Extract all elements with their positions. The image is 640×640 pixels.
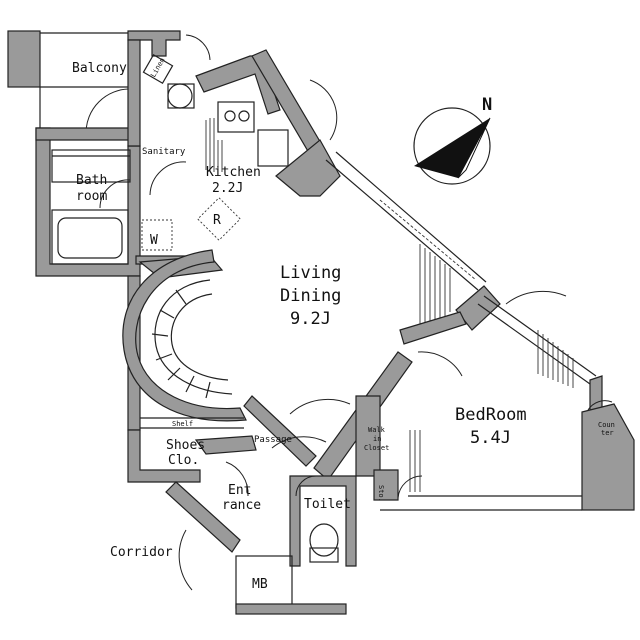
mb-label: MB [252,577,268,592]
kitchen-area [195,49,341,241]
toilet-label: Toilet [304,497,351,512]
refrigerator-label: R [213,213,221,228]
north-arrow: N [413,95,492,185]
bedroom-closet-hatching [537,330,574,388]
stair-treads [151,289,211,399]
corridor-label: Corridor [110,545,173,560]
north-label: N [482,95,492,115]
entrance-label-line1: Ent [228,483,251,498]
window-blind-hatching [419,244,451,336]
entrance-walls [127,417,357,615]
bathroom-label-line1: Bath [76,173,107,188]
living-label-line3: 9.2J [290,309,331,329]
storage-label: Sto. [377,485,385,502]
counter-label-line1: Coun [598,421,615,429]
living-label-line2: Dining [280,286,341,306]
living-window-wall [325,151,487,336]
kitchen-label-line2: 2.2J [212,181,243,196]
living-label-line1: Living [280,263,341,283]
kitchen-label-line1: Kitchen [206,165,261,180]
washer-label: W [150,233,158,248]
kitchen-counter-hatching [205,118,223,172]
walkin-label-line2: in [373,435,381,443]
shelf-label: Shelf [172,420,193,428]
walkin-label-line1: Walk [368,426,386,434]
shoes-closet-label-line1: Shoes [166,438,205,453]
shoes-closet-label-line2: Clo. [168,453,199,468]
balcony-label: Balcony [72,61,127,76]
entrance-label-line2: rance [222,498,261,513]
passage-label: Passage [254,435,292,445]
walkin-closet-hatching [409,430,421,492]
counter-label-line2: ter [601,429,614,437]
bathroom-walls [35,127,141,277]
sanitary-area [127,39,195,265]
bedroom-label-line1: BedRoom [455,405,527,425]
bedroom-label-line2: 5.4J [470,428,511,448]
living-left-wall [122,249,247,431]
sanitary-label: Sanitary [142,147,186,157]
linen-label: Linen [149,56,166,78]
bedroom-walls [380,285,635,511]
balcony-area [7,30,211,134]
walkin-label-line3: Closet [364,444,389,452]
passage-walls [243,351,413,501]
bathroom-label-line2: room [76,189,107,204]
